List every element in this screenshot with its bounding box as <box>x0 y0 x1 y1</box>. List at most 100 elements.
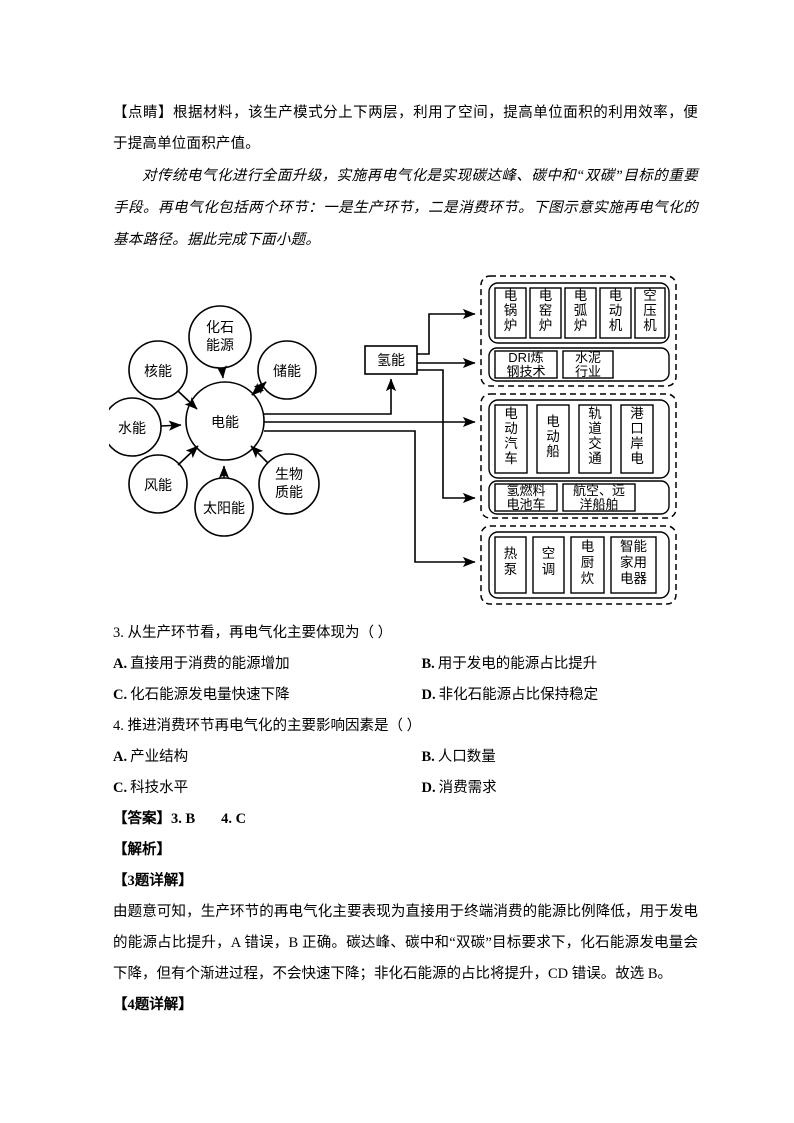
box-air-compressor <box>634 287 666 339</box>
label-fossil-line1: 化石 <box>206 319 234 335</box>
answer-line: 【答案】3. B 4. C <box>113 804 698 835</box>
option-letter: C. <box>113 780 128 796</box>
question-3-option-d[interactable]: D.非化石能源占比保持稳定 <box>406 680 699 711</box>
link-hydrogen-to-industry-heat <box>417 308 476 355</box>
box-electric-cooking <box>570 536 605 594</box>
arrow-biomass-to-electricity <box>250 445 269 464</box>
label-biomass-line2: 质能 <box>275 484 303 500</box>
option-text: 科技水平 <box>130 780 189 796</box>
box-electric-arc-furnace <box>564 287 597 339</box>
label-hydro: 水能 <box>118 420 146 436</box>
text-air-conditioner: 空调 <box>542 546 556 577</box>
option-letter: A. <box>113 656 128 672</box>
question-3-stem: 3. 从生产环节看，再电气化主要体现为（ ） <box>113 618 698 649</box>
question-4-option-c[interactable]: C.科技水平 <box>113 773 406 804</box>
question-4-option-a[interactable]: A.产业结构 <box>113 742 406 773</box>
answer-item-4: 4. C <box>221 811 247 827</box>
box-electric-kiln <box>529 287 562 339</box>
node-electricity <box>185 381 265 461</box>
text-electric-cooking: 电厨炊 <box>581 539 595 586</box>
option-text: 产业结构 <box>130 749 189 765</box>
option-letter: B. <box>421 749 435 765</box>
text-hydrogen-fuel-cell-vehicle: 氢燃料电池车 <box>506 483 545 512</box>
text-air-compressor: 空压机 <box>643 288 657 333</box>
text-smart-home-appliance: 智能家用电器 <box>620 539 648 586</box>
option-text: 用于发电的能源占比提升 <box>437 656 598 672</box>
text-port-shore-power: 港口岸电 <box>630 406 644 466</box>
box-electric-ship <box>536 404 570 474</box>
label-biomass-line1: 生物 <box>275 466 303 482</box>
option-letter: A. <box>113 749 128 765</box>
link-electricity-to-building <box>264 430 476 568</box>
box-smart-home-appliance <box>610 536 657 594</box>
box-rail-transit <box>578 404 612 474</box>
analysis-label: 【解析】 <box>113 842 171 858</box>
box-air-conditioner <box>532 536 565 594</box>
node-wind-energy <box>128 454 188 514</box>
label-wind: 风能 <box>144 477 172 493</box>
detail-3-label: 【3题详解】 <box>113 873 193 889</box>
question-3-option-c[interactable]: C.化石能源发电量快速下降 <box>113 680 406 711</box>
node-energy-storage <box>257 340 317 400</box>
detail-3-text: 由题意可知，生产环节的再电气化主要表现为直接用于终端消费的能源比例降低，用于发电… <box>113 904 698 982</box>
question-4-option-b[interactable]: B.人口数量 <box>406 742 699 773</box>
box-electric-boiler <box>494 287 527 339</box>
arrow-fossil-to-electricity <box>216 365 227 379</box>
group-building: 热泵 空调 电厨炊 智能家用电器 <box>480 525 677 605</box>
arrow-nuclear-to-electricity <box>177 390 198 410</box>
node-hydrogen-box <box>364 345 418 375</box>
box-hydrogen-fuel-cell-vehicle <box>494 483 558 512</box>
text-electric-boiler: 电锅炉 <box>504 288 518 333</box>
option-text: 直接用于消费的能源增加 <box>130 656 290 672</box>
label-nuclear: 核能 <box>144 363 172 379</box>
option-text: 非化石能源占比保持稳定 <box>438 687 599 703</box>
question-3-option-b[interactable]: B.用于发电的能源占比提升 <box>406 649 699 680</box>
box-electric-car <box>494 404 528 474</box>
question-3-options-row-1: A.直接用于消费的能源增加 B.用于发电的能源占比提升 <box>113 649 698 680</box>
label-electricity: 电能 <box>211 414 239 430</box>
answer-item-3: 3. B <box>171 811 196 827</box>
question-3-text: 从生产环节看，再电气化主要体现为（ ） <box>127 625 393 641</box>
box-port-shore-power <box>620 404 654 474</box>
reelectrification-diagram: 电能 化石 能源 核能 水能 风能 太阳能 生物 质能 储能 氢能 <box>109 266 689 618</box>
question-4-option-d[interactable]: D.消费需求 <box>406 773 699 804</box>
box-electric-motor <box>599 287 632 339</box>
text-electric-ship: 电动船 <box>546 414 560 459</box>
arrow-hydro-to-electricity <box>160 420 182 431</box>
node-biomass-energy <box>258 453 320 515</box>
text-heat-pump: 热泵 <box>504 546 518 577</box>
arrow-wind-to-electricity <box>177 445 199 466</box>
energy-source-cluster <box>109 305 320 537</box>
answer-label: 【答案】 <box>113 811 171 827</box>
question-3-number: 3. <box>113 625 124 641</box>
link-electricity-to-hydrogen <box>264 378 397 415</box>
label-solar: 太阳能 <box>203 500 245 516</box>
question-3-options-row-2: C.化石能源发电量快速下降 D.非化石能源占比保持稳定 <box>113 680 698 711</box>
text-electric-motor: 电动机 <box>609 288 623 333</box>
label-hydrogen: 氢能 <box>377 352 405 368</box>
arrow-storage-to-electricity-b <box>251 381 267 396</box>
text-rail-transit: 轨道交通 <box>588 406 602 466</box>
text-electric-arc-furnace: 电弧炉 <box>574 288 588 333</box>
link-hydrogen-to-transport-fuelcell <box>417 369 476 504</box>
box-cement-industry <box>562 350 614 379</box>
question-4-stem: 4. 推进消费环节再电气化的主要影响因素是（ ） <box>113 711 698 742</box>
box-aviation-ocean-ship <box>562 483 636 512</box>
text-electric-kiln: 电窑炉 <box>539 288 553 333</box>
box-dri-steel <box>494 350 558 379</box>
question-3-option-a[interactable]: A.直接用于消费的能源增加 <box>113 649 406 680</box>
text-dri-steel: DRI炼钢技术 <box>506 350 545 379</box>
box-heat-pump <box>494 536 527 594</box>
option-letter: B. <box>421 656 435 672</box>
question-4-options-row-2: C.科技水平 D.消费需求 <box>113 773 698 804</box>
question-4-text: 推进消费环节再电气化的主要影响因素是（ ） <box>127 718 422 734</box>
text-aviation-ocean-ship: 航空、远洋船舶 <box>573 483 625 512</box>
node-hydro-energy <box>109 397 162 457</box>
text-electric-car: 电动汽车 <box>504 406 518 466</box>
node-nuclear-energy <box>128 340 188 400</box>
tip-paragraph: 【点睛】根据材料，该生产模式分上下两层，利用了空间，提高单位面积的利用效率，便于… <box>113 105 698 152</box>
text-cement-industry: 水泥行业 <box>575 350 601 379</box>
option-text: 消费需求 <box>438 780 497 796</box>
label-fossil-line2: 能源 <box>206 337 234 353</box>
